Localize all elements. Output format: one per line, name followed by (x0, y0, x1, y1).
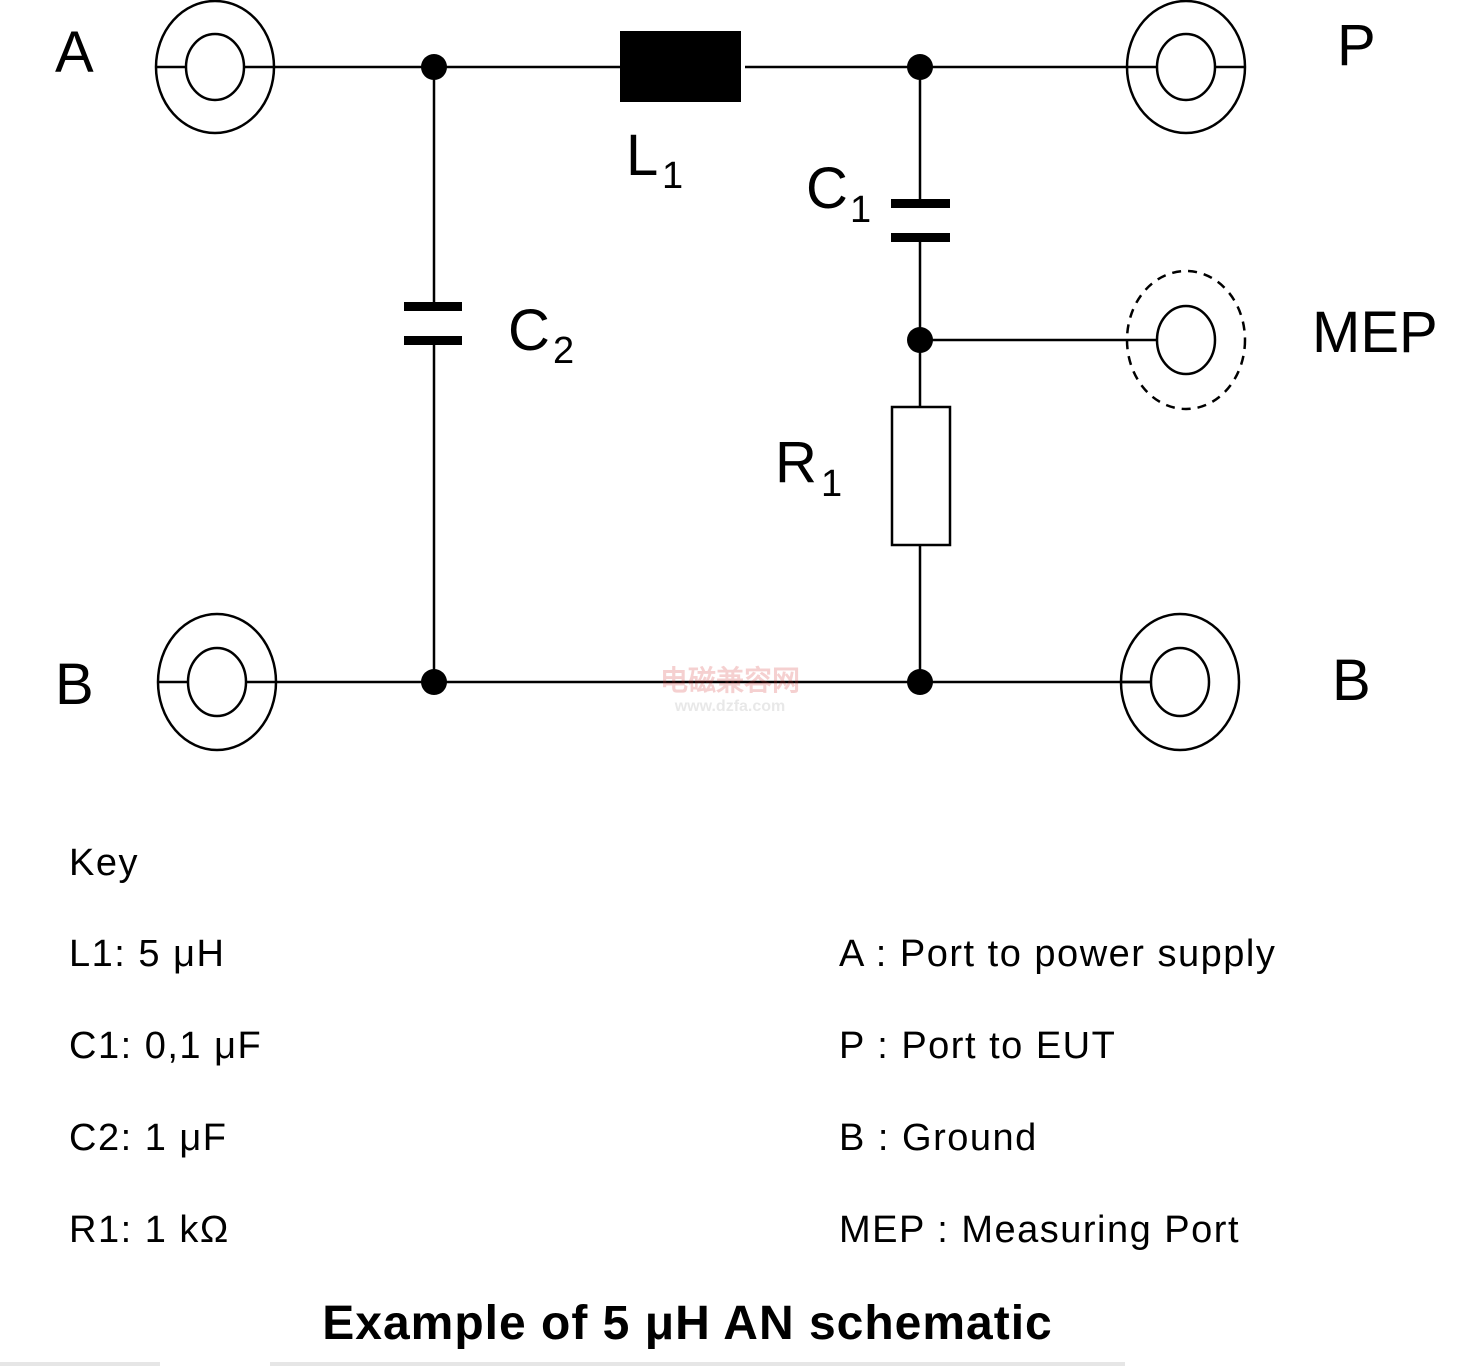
port-a-connector (154, 0, 276, 135)
figure-caption: Example of 5 μH AN schematic (322, 1297, 1053, 1350)
port-b-right-connector (1119, 612, 1241, 752)
port-label-b-left: B (55, 652, 94, 717)
key-port-p: P : Port to EUT (839, 1025, 1117, 1067)
svg-text:C: C (508, 298, 550, 363)
label-c1: C 1 (806, 156, 871, 231)
svg-text:www.dzfa.com: www.dzfa.com (674, 698, 786, 715)
junction-dot-top-right (907, 54, 933, 80)
svg-text:1: 1 (662, 155, 683, 197)
svg-text:C: C (806, 156, 848, 221)
key-heading: Key (69, 842, 139, 884)
port-label-p: P (1337, 13, 1376, 78)
svg-text:1: 1 (821, 463, 842, 505)
svg-text:L: L (626, 123, 658, 188)
schematic-diagram: A P B B MEP L 1 C 1 C 2 R 1 电磁兼容网 www.dz… (55, 0, 1438, 752)
svg-text:1: 1 (850, 189, 871, 231)
key-value-c1: C1: 0,1 μF (69, 1025, 263, 1067)
port-label-b-right: B (1332, 648, 1371, 713)
capacitor-c1 (891, 199, 950, 242)
junction-dot-bottom-left (421, 669, 447, 695)
svg-text:R: R (775, 430, 817, 495)
inductor-l1 (620, 31, 741, 102)
resistor-r1 (890, 405, 952, 547)
key-port-a: A : Port to power supply (839, 933, 1277, 975)
key-value-r1: R1: 1 kΩ (69, 1209, 230, 1251)
port-p-connector (1125, 0, 1247, 135)
bottom-rule-left (0, 1362, 160, 1366)
junction-dot-bottom-right (907, 669, 933, 695)
bottom-rule-center (270, 1362, 1125, 1366)
key-port-b: B : Ground (839, 1117, 1038, 1159)
junction-dot-top-left (421, 54, 447, 80)
junction-dot-mep (907, 327, 933, 353)
capacitor-c2 (404, 302, 462, 345)
key-port-mep: MEP : Measuring Port (839, 1209, 1241, 1251)
svg-text:电磁兼容网: 电磁兼容网 (660, 664, 800, 696)
label-l1: L 1 (626, 123, 683, 197)
key-value-c2: C2: 1 μF (69, 1117, 228, 1159)
port-label-a: A (55, 20, 94, 85)
svg-text:2: 2 (553, 330, 574, 372)
label-c2: C 2 (508, 298, 574, 372)
label-r1: R 1 (775, 430, 842, 505)
port-mep-connector (1125, 269, 1247, 411)
port-label-mep: MEP (1312, 300, 1438, 365)
watermark: 电磁兼容网 www.dzfa.com (660, 664, 800, 715)
port-b-left-connector (156, 612, 278, 752)
key-value-l1: L1: 5 μH (69, 933, 226, 975)
